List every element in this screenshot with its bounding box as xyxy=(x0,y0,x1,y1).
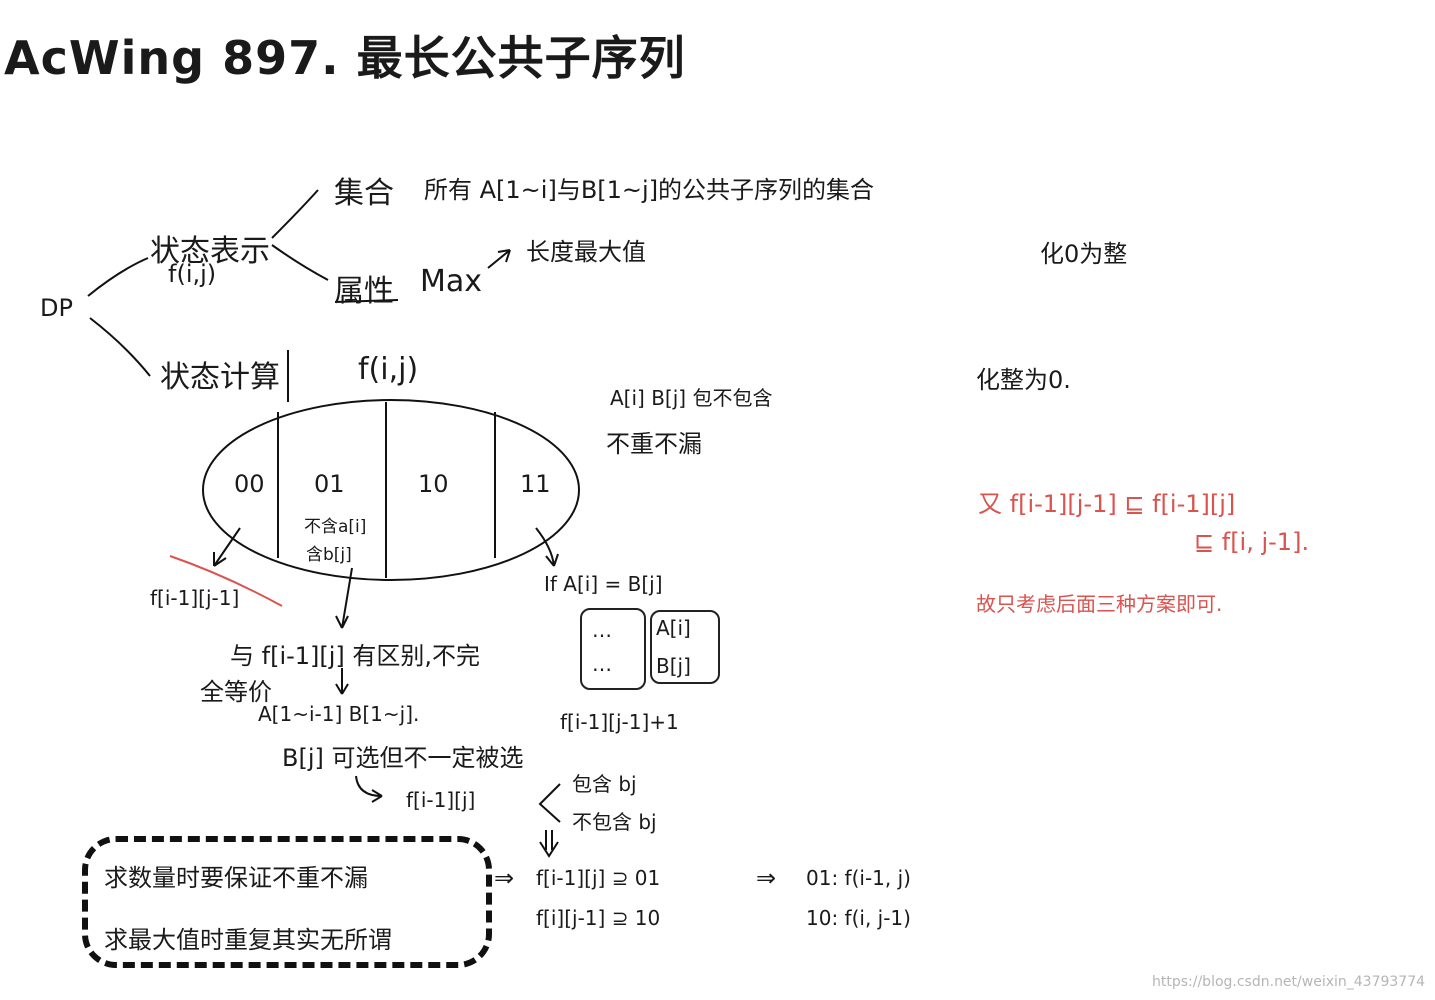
set-desc: 所有 A[1~i]与B[1~j]的公共子序列的集合 xyxy=(424,170,874,205)
note-nodup: 不重不漏 xyxy=(606,424,702,459)
state-calc-func: f(i,j) xyxy=(358,352,418,387)
branch-bracket xyxy=(540,784,560,822)
superset-1: f[i-1][j] ⊇ 01 xyxy=(536,866,660,890)
implies-arrow-2: ⇒ xyxy=(756,864,776,892)
part-11: 11 xyxy=(520,470,551,498)
branch-line-dp-state-repr xyxy=(88,258,148,296)
branch-line-attr xyxy=(272,245,328,280)
watermark: https://blog.csdn.net/weixin_43793774 xyxy=(1152,974,1425,990)
part-00: 00 xyxy=(234,470,265,498)
part-01-sub-1: 不含a[i] xyxy=(304,512,366,537)
case-00-formula: f[i-1][j-1] xyxy=(150,586,239,610)
branch-func: f[i-1][j] xyxy=(406,788,475,812)
case-11-box-right-2: B[j] xyxy=(656,654,691,678)
right-note-2: 化整为0. xyxy=(976,360,1071,395)
part-01: 01 xyxy=(314,470,345,498)
case-11-box-left-1: … xyxy=(592,618,612,642)
branch-option-1: 包含 bj xyxy=(572,768,637,797)
part-01-sub-2: 含b[j] xyxy=(306,540,352,565)
note-contains: A[i] B[j] 包不包含 xyxy=(610,382,772,411)
red-note-line-3: 故只考虑后面三种方案即可. xyxy=(976,588,1222,617)
case-11-box-right-1: A[i] xyxy=(656,616,691,640)
case-11-box-left xyxy=(580,608,646,690)
branch-option-2: 不包含 bj xyxy=(572,806,657,835)
state-calc-label: 状态计算 xyxy=(160,352,280,396)
max-arrow xyxy=(488,250,510,268)
dashed-note-line-2: 求最大值时重复其实无所谓 xyxy=(104,920,392,955)
double-down-arrow xyxy=(540,830,558,856)
diff-line-1: 与 f[i-1][j] 有区别,不完 xyxy=(230,636,480,671)
arrow-branch xyxy=(356,776,382,802)
implies-arrow-1: ⇒ xyxy=(494,864,514,892)
dashed-note-line-1: 求数量时要保证不重不漏 xyxy=(104,858,368,893)
branch-line-set xyxy=(272,190,318,238)
case-11-result: f[i-1][j-1]+1 xyxy=(560,710,679,734)
attr-label: 属性 xyxy=(334,266,394,310)
red-note-line-2: ⊑ f[i, j-1]. xyxy=(1194,528,1309,556)
dp-label: DP xyxy=(40,294,73,322)
range-text: A[1~i-1] B[1~j]. xyxy=(258,702,419,726)
mapping-2: 10: f(i, j-1) xyxy=(806,906,911,930)
superset-2: f[i][j-1] ⊇ 10 xyxy=(536,906,660,930)
attr-value: Max xyxy=(420,264,482,299)
attr-desc: 长度最大值 xyxy=(526,232,646,267)
branch-line-dp-state-calc xyxy=(90,318,150,376)
state-repr-func: f(i,j) xyxy=(168,260,216,288)
set-label: 集合 xyxy=(334,168,394,212)
optional-text: B[j] 可选但不一定被选 xyxy=(282,738,524,773)
case-11-condition: If A[i] = B[j] xyxy=(544,572,663,596)
right-note-1: 化0为整 xyxy=(1040,234,1127,269)
arrow-range xyxy=(336,668,348,694)
mapping-1: 01: f(i-1, j) xyxy=(806,866,911,890)
red-note-line-1: 又 f[i-1][j-1] ⊑ f[i-1][j] xyxy=(978,484,1235,519)
case-11-box-left-2: … xyxy=(592,652,612,676)
part-10: 10 xyxy=(418,470,449,498)
